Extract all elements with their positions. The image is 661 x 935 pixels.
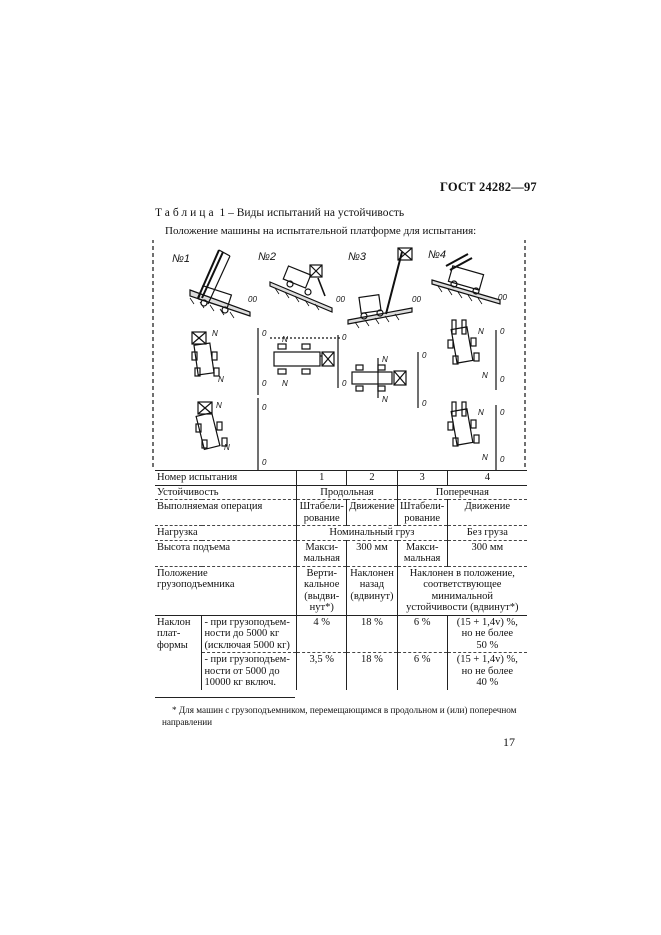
footnote-rule — [155, 697, 295, 698]
n-mark-1c: N — [216, 401, 222, 410]
o-mark-3b: 0 — [422, 399, 427, 408]
figure-label-2: №2 — [258, 251, 276, 263]
n-mark-1a: N — [212, 329, 218, 338]
position-2: Наклонен назад (вдвинут) — [346, 566, 398, 615]
footnote: * Для машин с грузоподъемником, перемеща… — [162, 705, 517, 727]
n-mark-4a: N — [478, 327, 484, 336]
tilt-sub2-2: 18 % — [346, 652, 398, 690]
n-mark-3a: N — [382, 355, 388, 364]
tilt-sub1-4: (15 + 1,4v) %, но не более 50 % — [446, 615, 527, 653]
o-mark-2b: 0 — [342, 379, 347, 388]
test1-top-view-b — [195, 398, 259, 470]
row-load: Нагрузка Номинальный груз Без груза — [155, 525, 527, 540]
stability-longitudinal: Продольная — [296, 485, 398, 500]
table-title: Таблица 1 – Виды испытаний на устойчивос… — [155, 207, 404, 219]
height-3: Макси- мальная — [396, 540, 448, 566]
operation-1: Штабели- рование — [296, 499, 347, 526]
load-none: Без груза — [446, 525, 527, 540]
stability-tests-table: Номер испытания 1 2 3 4 Устойчивость Про… — [155, 470, 527, 690]
page-number: 17 — [503, 735, 515, 749]
stability-transverse: Поперечная — [396, 485, 527, 500]
figure-heading: Положение машины на испытательной платфо… — [165, 225, 477, 237]
test4-top-view-b — [447, 401, 497, 470]
tilt-sub1-2: 18 % — [346, 615, 398, 653]
figure-label-3: №3 — [348, 251, 367, 263]
test-number-2: 2 — [346, 470, 398, 485]
n-mark-4d: N — [482, 453, 488, 462]
test1-side-view — [189, 249, 251, 319]
label-position: Положение грузоподъемника — [157, 567, 235, 591]
n-mark-4b: N — [482, 371, 488, 380]
oo-mark-4: 00 — [498, 293, 507, 302]
o-mark-2a: 0 — [342, 333, 347, 342]
test-positions-figure: №1 №2 №3 №4 00 00 00 00 N N 0 0 N N 0 0 … — [152, 240, 526, 470]
n-mark-1d: N — [224, 443, 230, 452]
o-mark-1b: 0 — [262, 379, 267, 388]
label-load: Нагрузка — [157, 527, 198, 538]
o-mark-4c: 0 — [500, 408, 505, 417]
label-tilt-sub2: - при грузоподъем- ности от 5000 до 1000… — [201, 652, 297, 690]
operation-3: Штабели- рование — [396, 499, 448, 526]
o-mark-4a: 0 — [500, 327, 505, 336]
tilt-sub2-3: 6 % — [396, 652, 448, 690]
n-mark-4c: N — [478, 408, 484, 417]
tilt-sub2-1: 3,5 % — [296, 652, 347, 690]
row-operation: Выполняемая операция Штабели- рование Дв… — [155, 499, 527, 526]
o-mark-4d: 0 — [500, 455, 505, 464]
load-nominal: Номинальный груз — [296, 525, 448, 540]
tilt-sub1-1: 4 % — [296, 615, 347, 653]
label-test-number: Номер испытания — [157, 472, 238, 483]
height-1: Макси- мальная — [296, 540, 347, 566]
test2-top-view — [270, 335, 340, 388]
row-test-number: Номер испытания 1 2 3 4 — [155, 470, 527, 485]
row-stability: Устойчивость Продольная Поперечная — [155, 485, 527, 500]
height-4: 300 мм — [446, 540, 527, 566]
document-code: ГОСТ 24282—97 — [440, 180, 537, 194]
figure-label-1: №1 — [172, 253, 190, 265]
oo-mark-1: 00 — [248, 295, 257, 304]
label-stability: Устойчивость — [157, 486, 219, 498]
figure-label-4: №4 — [428, 249, 446, 261]
test3-top-view — [351, 352, 419, 408]
test4-side-view — [431, 253, 501, 305]
test-number-4: 4 — [446, 470, 527, 485]
o-mark-1d: 0 — [262, 458, 267, 467]
o-mark-4b: 0 — [500, 375, 505, 384]
label-tilt: Наклон плат- формы — [157, 616, 191, 651]
table-caption-word: Таблица — [155, 207, 217, 219]
label-height: Высота подъема — [157, 541, 231, 553]
position-1: Верти- кальное (выдви- нут*) — [296, 566, 347, 615]
oo-mark-3: 00 — [412, 295, 421, 304]
height-2: 300 мм — [346, 540, 398, 566]
test-number-3: 3 — [396, 470, 448, 485]
row-tilt-sub1: Наклон плат- формы - при грузоподъем- но… — [155, 615, 527, 653]
row-tilt-sub2: - при грузоподъем- ности от 5000 до 1000… — [155, 652, 527, 690]
operation-2: Движение — [346, 499, 398, 526]
n-mark-2b: N — [282, 379, 288, 388]
test4-top-view-a — [447, 319, 497, 390]
test-number-1: 1 — [296, 470, 347, 485]
table-caption-text: 1 – Виды испытаний на устойчивость — [216, 207, 405, 219]
oo-mark-2: 00 — [336, 295, 345, 304]
position-3-4: Наклонен в положение, соответствующее ми… — [396, 566, 527, 615]
test1-top-view-a — [191, 328, 259, 395]
label-operation: Выполняемая операция — [157, 501, 263, 512]
tilt-sub1-3: 6 % — [396, 615, 448, 653]
test2-side-view — [269, 264, 333, 313]
test3-side-view — [347, 247, 413, 329]
tilt-sub2-4: (15 + 1,4v) %, но не более 40 % — [446, 652, 527, 690]
n-mark-3b: N — [382, 395, 388, 404]
o-mark-1c: 0 — [262, 403, 267, 412]
row-height: Высота подъема Макси- мальная 300 мм Мак… — [155, 540, 527, 566]
label-tilt-sub1: - при грузоподъем- ности до 5000 кг (иск… — [201, 615, 297, 653]
n-mark-1b: N — [218, 375, 224, 384]
row-position: Положение грузоподъемника Верти- кальное… — [155, 566, 527, 615]
o-mark-3a: 0 — [422, 351, 427, 360]
o-mark-1a: 0 — [262, 329, 267, 338]
operation-4: Движение — [446, 499, 527, 526]
n-mark-2a: N — [282, 335, 288, 344]
